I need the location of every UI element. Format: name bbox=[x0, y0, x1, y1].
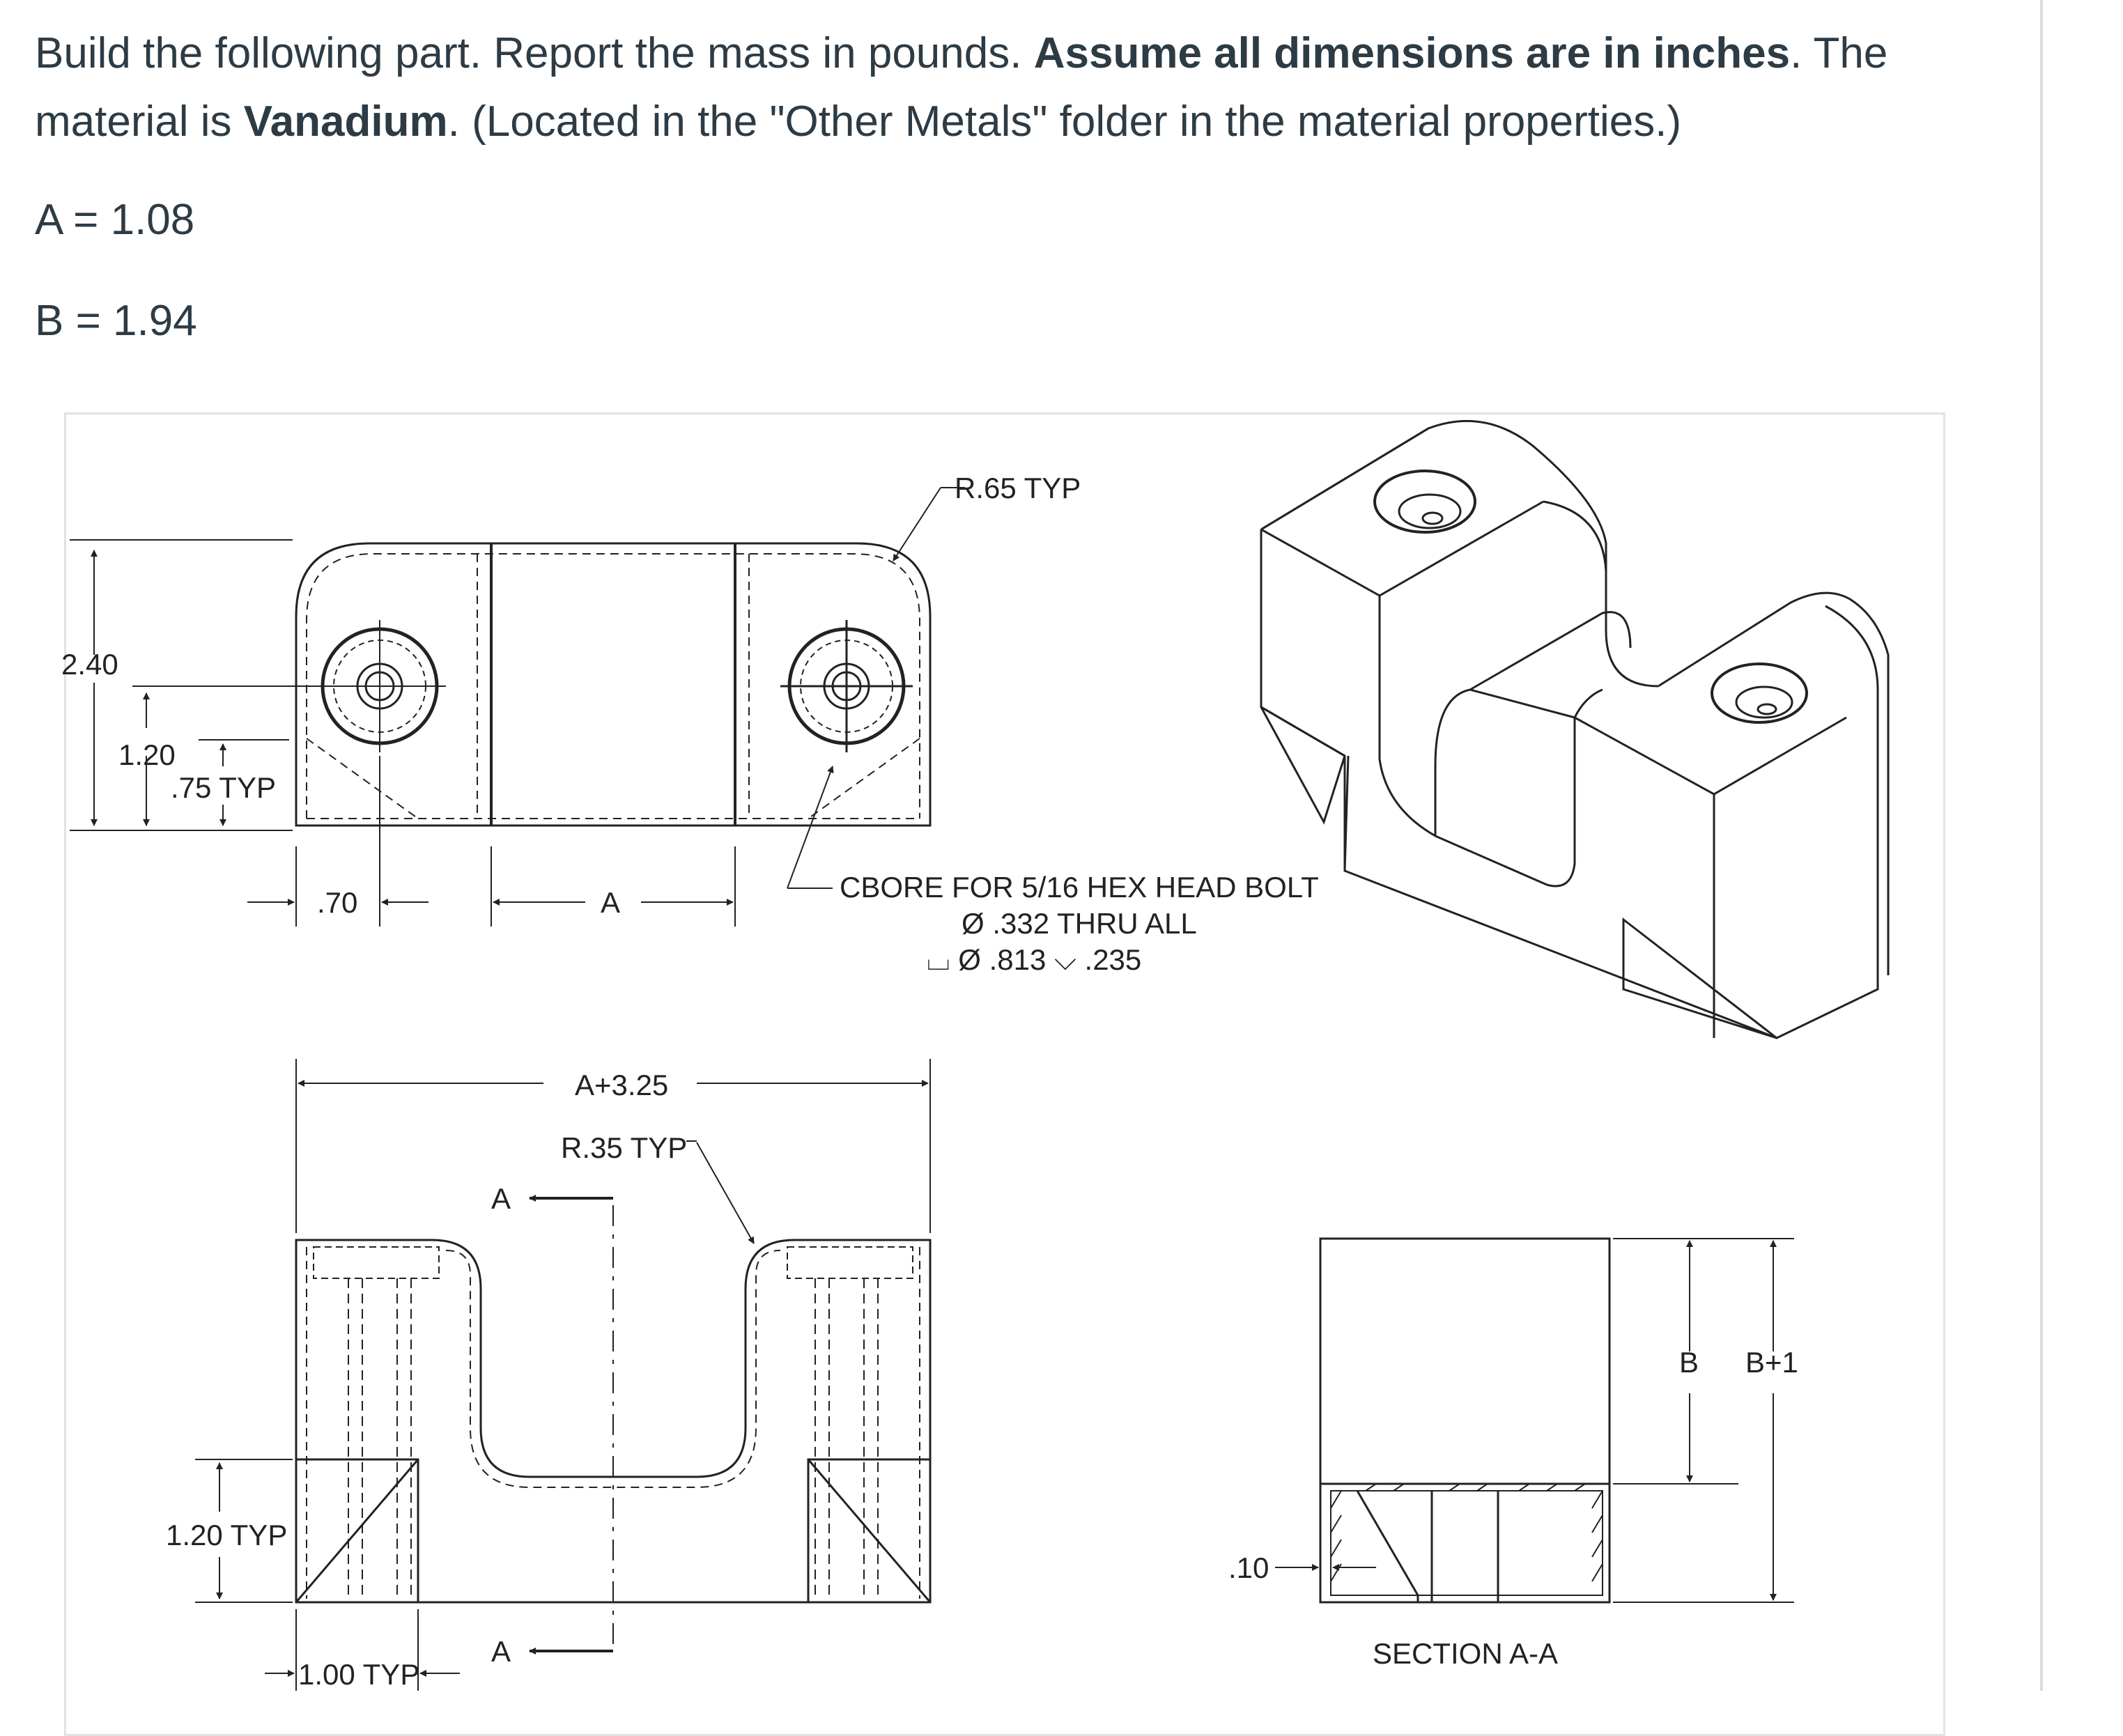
isometric-view bbox=[1260, 419, 1890, 1039]
cbore-callout-line-1: CBORE FOR 5/16 HEX HEAD BOLT bbox=[840, 871, 1319, 904]
radius-35-typ: R.35 TYP bbox=[561, 1131, 687, 1164]
question-text-2a: material is bbox=[35, 98, 244, 146]
dim-1-20-typ: 1.20 TYP bbox=[166, 1519, 287, 1551]
question-line-1: Build the following part. Report the mas… bbox=[35, 20, 2007, 88]
question-text-2b: . (Located in the "Other Metals" folder … bbox=[447, 98, 1682, 146]
section-arrow-label-top: A bbox=[491, 1182, 511, 1215]
dim-10: .10 bbox=[1228, 1551, 1269, 1584]
front-view bbox=[295, 1195, 932, 1654]
top-view bbox=[295, 542, 932, 827]
front-view-dimensions bbox=[195, 1059, 931, 1691]
section-dimensions bbox=[1275, 1238, 1794, 1603]
dim-b: B bbox=[1679, 1346, 1699, 1379]
dim-1-20: 1.20 bbox=[118, 738, 176, 771]
dim-a: A bbox=[601, 886, 620, 919]
dim-70: .70 bbox=[317, 886, 357, 919]
variable-a: A = 1.08 bbox=[35, 196, 195, 244]
question-text-1b: . The bbox=[1790, 29, 1888, 77]
section-a-a-view bbox=[1319, 1237, 1611, 1604]
dim-1-00-typ: 1.00 TYP bbox=[298, 1658, 419, 1691]
cbore-callout-line-3: ⌴ Ø .813 ⌵ .235 bbox=[927, 943, 1141, 976]
question-emphasis-material: Vanadium bbox=[243, 98, 448, 146]
section-arrow-label-bottom: A bbox=[491, 1635, 511, 1668]
radius-65-typ: R.65 TYP bbox=[955, 472, 1081, 504]
section-a-a-title: SECTION A-A bbox=[1373, 1637, 1558, 1670]
dim-75-typ: .75 TYP bbox=[171, 771, 276, 804]
cbore-callout-line-2: Ø .332 THRU ALL bbox=[962, 907, 1197, 940]
content-divider bbox=[2040, 0, 2043, 1691]
question-emphasis-units: Assume all dimensions are in inches bbox=[1033, 29, 1791, 77]
dim-a-plus-3-25: A+3.25 bbox=[575, 1069, 668, 1101]
question-text-1a: Build the following part. Report the mas… bbox=[35, 29, 1034, 77]
engineering-drawing: 2.40 1.20 .75 TYP .70 A R.65 TYP CBORE F… bbox=[61, 419, 1890, 1691]
variable-b: B = 1.94 bbox=[35, 297, 197, 345]
question-line-2: material is Vanadium. (Located in the "O… bbox=[35, 88, 2007, 156]
question-text: Build the following part. Report the mas… bbox=[35, 20, 2007, 156]
dim-b-plus-1: B+1 bbox=[1745, 1346, 1798, 1379]
top-view-dimensions bbox=[70, 487, 965, 927]
dim-2-40: 2.40 bbox=[61, 648, 118, 681]
